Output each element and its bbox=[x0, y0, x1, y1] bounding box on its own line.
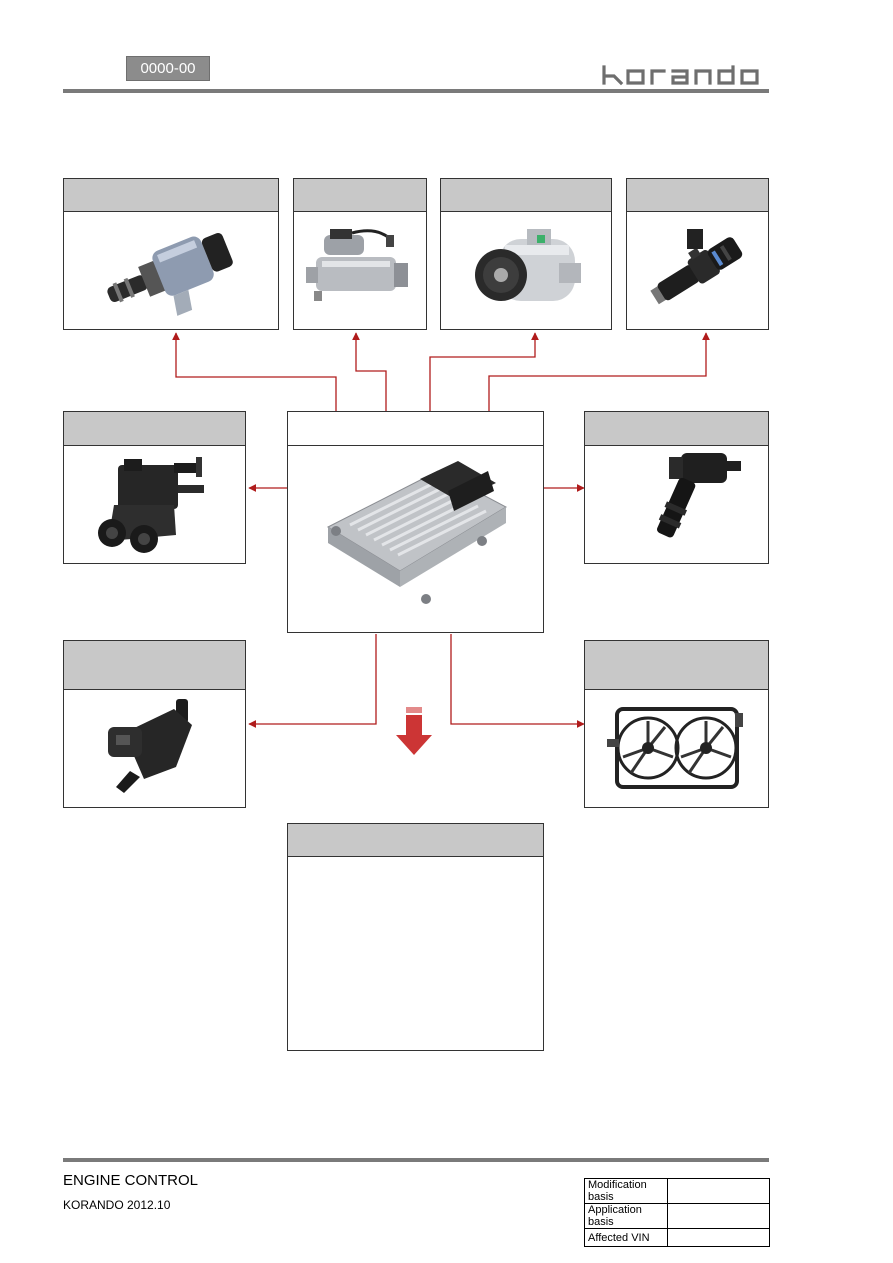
purge-valve-icon bbox=[108, 699, 192, 793]
modification-basis-value bbox=[667, 1178, 770, 1204]
arrow-to-fuel-injector bbox=[488, 332, 710, 412]
box-header bbox=[627, 179, 768, 212]
box-body bbox=[64, 211, 278, 329]
box-header bbox=[294, 179, 426, 212]
table-row: Modification basis bbox=[584, 1178, 770, 1204]
box-body bbox=[64, 445, 245, 563]
box-header bbox=[585, 641, 768, 690]
korando-logo-icon bbox=[602, 65, 759, 86]
box-body bbox=[585, 445, 768, 563]
header-rule bbox=[63, 89, 769, 93]
starter-motor-box bbox=[293, 178, 427, 330]
affected-vin-value bbox=[667, 1228, 770, 1247]
revision-info-table: Modification basis Application basis Aff… bbox=[584, 1178, 770, 1247]
ignition-coil-box bbox=[584, 411, 769, 564]
box-body bbox=[627, 211, 768, 329]
footer-subtitle: KORANDO 2012.10 bbox=[63, 1198, 171, 1212]
down-arrow-icon bbox=[396, 707, 432, 755]
box-header bbox=[441, 179, 611, 212]
solenoid-valve-icon bbox=[107, 232, 233, 316]
box-header bbox=[288, 824, 543, 857]
box-body bbox=[288, 856, 543, 1050]
korando-logo bbox=[600, 64, 770, 86]
ac-compressor-box bbox=[440, 178, 612, 330]
oil-control-valve-box bbox=[63, 178, 279, 330]
cooling-fan-box bbox=[584, 640, 769, 808]
vacuum-solenoid-box bbox=[63, 411, 246, 564]
arrow-to-ac-compressor bbox=[429, 332, 539, 412]
arrow-to-oil-control-valve bbox=[172, 332, 337, 412]
box-body bbox=[294, 211, 426, 329]
injector-icon bbox=[650, 229, 743, 305]
box-header bbox=[585, 412, 768, 446]
fuel-injector-box bbox=[626, 178, 769, 330]
page-code-badge: 0000-00 bbox=[126, 56, 210, 81]
ecu-icon bbox=[326, 461, 508, 604]
output-box bbox=[287, 823, 544, 1051]
box-header bbox=[64, 412, 245, 446]
box-body bbox=[585, 689, 768, 807]
vacuum-solenoid-icon bbox=[98, 457, 204, 553]
arrow-to-starter-motor bbox=[352, 332, 387, 412]
footer-title: ENGINE CONTROL bbox=[63, 1172, 199, 1189]
arrow-to-cooling-fan bbox=[450, 634, 585, 728]
table-row: Application basis bbox=[584, 1203, 770, 1229]
application-basis-label: Application basis bbox=[584, 1203, 668, 1229]
arrow-to-purge-valve bbox=[248, 634, 377, 728]
cooling-fan-icon bbox=[607, 707, 743, 789]
affected-vin-label: Affected VIN bbox=[584, 1228, 668, 1247]
box-header bbox=[288, 412, 543, 446]
box-body bbox=[64, 689, 245, 807]
engine-ecu-box bbox=[287, 411, 544, 633]
box-body bbox=[441, 211, 611, 329]
application-basis-value bbox=[667, 1203, 770, 1229]
starter-motor-icon bbox=[306, 229, 408, 301]
box-header bbox=[64, 179, 278, 212]
ac-compressor-icon bbox=[475, 229, 581, 301]
modification-basis-label: Modification basis bbox=[584, 1178, 668, 1204]
purge-valve-box bbox=[63, 640, 246, 808]
footer-rule bbox=[63, 1158, 769, 1162]
box-body bbox=[288, 445, 543, 632]
table-row: Affected VIN bbox=[584, 1228, 770, 1247]
box-header bbox=[64, 641, 245, 690]
ignition-coil-icon bbox=[657, 453, 741, 538]
